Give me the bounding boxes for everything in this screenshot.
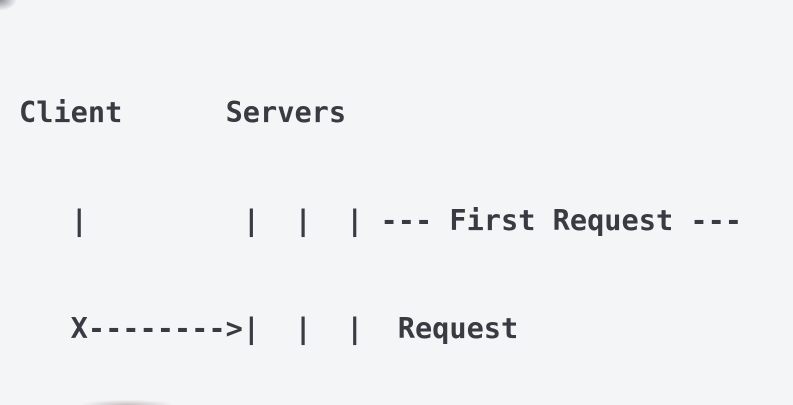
first-request-divider-line: | | | | --- First Request ---: [19, 203, 743, 237]
actors-header-line: Client Servers: [19, 95, 347, 129]
paxos-ascii-sequence-diagram: Client Servers | | | | --- First Request…: [19, 24, 742, 405]
video-artifact-top-left: [0, 0, 16, 10]
request-line: X-------->| | | Request: [19, 311, 519, 345]
